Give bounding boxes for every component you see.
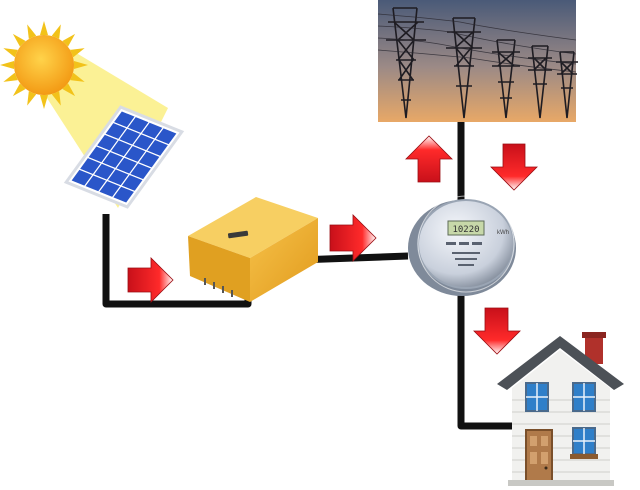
meter-unit: kWh xyxy=(497,230,509,236)
meter-reading: 10220 xyxy=(452,225,479,235)
house-window xyxy=(572,382,596,412)
cable-meter-to-house xyxy=(457,292,512,430)
house-door xyxy=(525,429,553,483)
arrow-up-icon xyxy=(405,135,453,183)
electric-meter-icon: 10220 kWh xyxy=(408,195,516,296)
inverter-icon xyxy=(188,197,318,302)
transmission-towers-icon xyxy=(377,0,578,122)
solar-panel-icon xyxy=(63,105,185,209)
house-window xyxy=(525,382,549,412)
house-window xyxy=(570,427,598,459)
sun-icon xyxy=(0,21,88,109)
house-icon xyxy=(497,332,624,486)
arrow-down-icon xyxy=(490,143,538,191)
arrow-down-icon xyxy=(473,307,521,355)
arrow-right-icon xyxy=(329,214,377,262)
flow-arrows xyxy=(127,135,538,355)
arrow-right-icon xyxy=(127,257,174,303)
